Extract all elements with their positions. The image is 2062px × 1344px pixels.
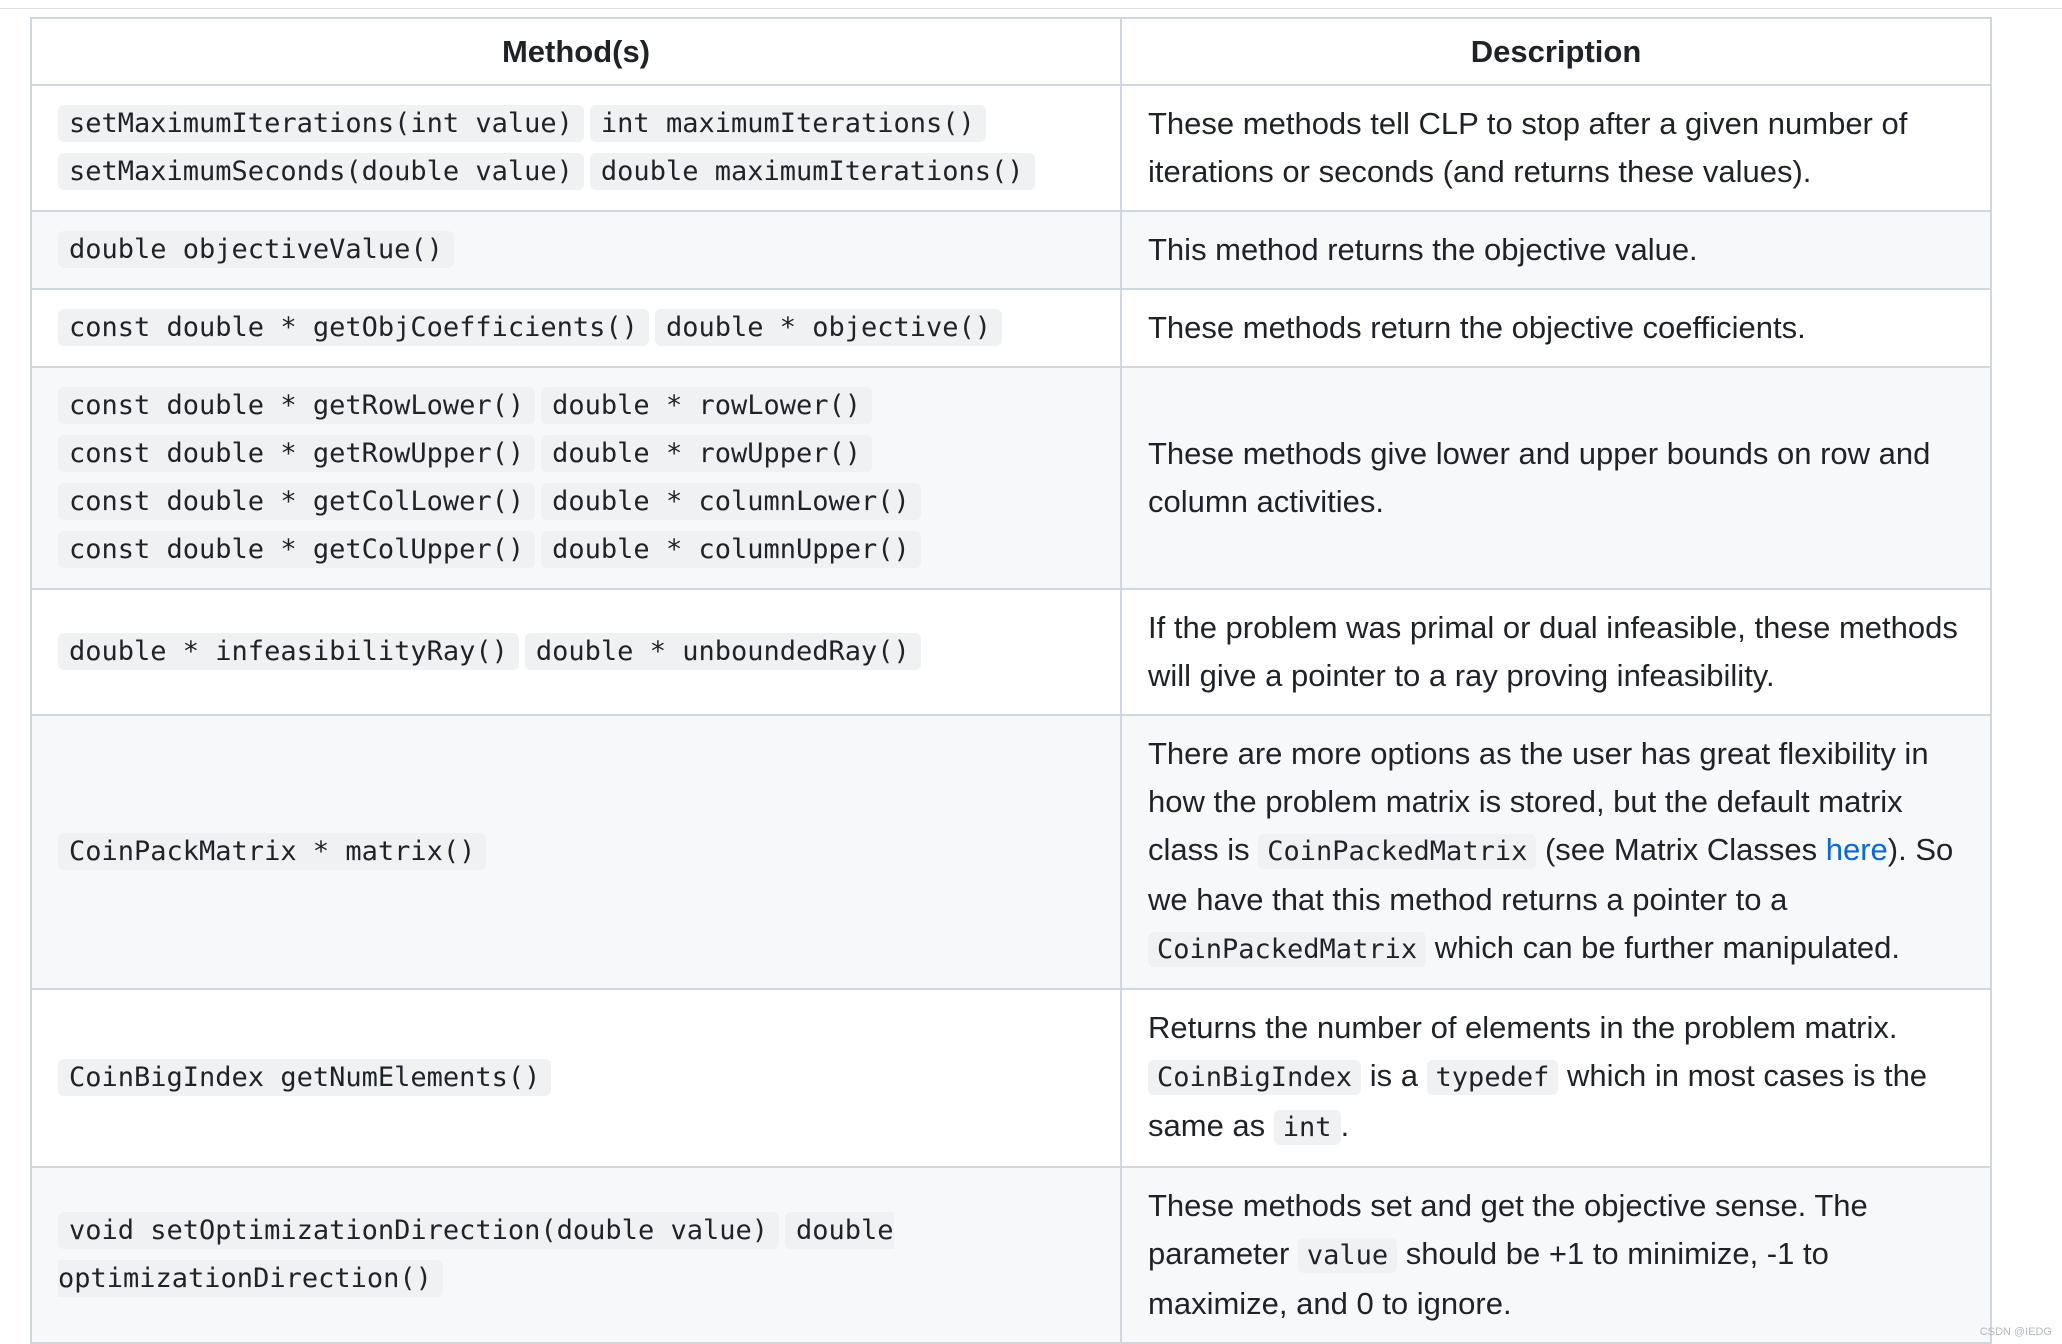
methods-cell: CoinBigIndex getNumElements() bbox=[30, 988, 1122, 1168]
method-code: int maximumIterations() bbox=[589, 105, 986, 142]
method-code: const double * getRowLower() bbox=[58, 387, 536, 424]
description-cell: If the problem was primal or dual infeas… bbox=[1120, 588, 1992, 716]
description-text: There are more options as the user has g… bbox=[1148, 736, 1929, 867]
header-description: Description bbox=[1120, 17, 1992, 86]
method-code: double objectiveValue() bbox=[58, 231, 454, 268]
description-text: . bbox=[1340, 1108, 1350, 1143]
methods-table: Method(s) Description setMaximumIteratio… bbox=[30, 17, 1992, 1344]
method-code: double * rowUpper() bbox=[541, 435, 873, 472]
header-methods: Method(s) bbox=[30, 17, 1122, 86]
description-text: ). So we have that this method returns a… bbox=[1148, 832, 1954, 917]
description-text: (see Matrix Classes bbox=[1536, 832, 1826, 867]
table-row: double objectiveValue() This method retu… bbox=[30, 210, 1992, 290]
table-row: setMaximumIterations(int value)int maxim… bbox=[30, 84, 1992, 212]
methods-cell: double * infeasibilityRay()double * unbo… bbox=[30, 588, 1122, 716]
description-cell: Returns the number of elements in the pr… bbox=[1120, 988, 1992, 1168]
methods-cell: const double * getObjCoefficients()doubl… bbox=[30, 288, 1122, 368]
description-cell: This method returns the objective value. bbox=[1120, 210, 1992, 290]
description-cell: These methods set and get the objective … bbox=[1120, 1166, 1992, 1344]
inline-code: typedef bbox=[1426, 1060, 1559, 1095]
method-code: double * objective() bbox=[654, 309, 1003, 346]
method-code: CoinBigIndex getNumElements() bbox=[58, 1059, 552, 1096]
description-cell: These methods give lower and upper bound… bbox=[1120, 366, 1992, 590]
description-text: which in most cases is the same as bbox=[1148, 1058, 1928, 1143]
table-row: const double * getRowLower()double * row… bbox=[30, 366, 1992, 590]
table-row: const double * getObjCoefficients()doubl… bbox=[30, 288, 1992, 368]
method-code: double maximumIterations() bbox=[589, 153, 1035, 190]
watermark: CSDN @IEDG bbox=[1979, 1326, 2052, 1338]
table-row: CoinBigIndex getNumElements() Returns th… bbox=[30, 988, 1992, 1168]
inline-code: CoinBigIndex bbox=[1148, 1060, 1362, 1095]
description-text: which can be further manipulated. bbox=[1426, 930, 1900, 965]
inline-code: int bbox=[1273, 1110, 1341, 1145]
method-code: double * infeasibilityRay() bbox=[58, 633, 519, 670]
inline-code: CoinPackedMatrix bbox=[1148, 932, 1427, 967]
method-code: setMaximumIterations(int value) bbox=[58, 105, 584, 142]
method-code: double * rowLower() bbox=[541, 387, 873, 424]
table-row: CoinPackMatrix * matrix() There are more… bbox=[30, 714, 1992, 990]
description-text: is a bbox=[1361, 1058, 1427, 1093]
table-header-row: Method(s) Description bbox=[30, 17, 1992, 86]
matrix-classes-link[interactable]: here bbox=[1825, 832, 1888, 867]
method-code: const double * getColLower() bbox=[58, 483, 536, 520]
methods-cell: CoinPackMatrix * matrix() bbox=[30, 714, 1122, 990]
method-code: void setOptimizationDirection(double val… bbox=[58, 1212, 779, 1249]
description-cell: These methods tell CLP to stop after a g… bbox=[1120, 84, 1992, 212]
method-code: double * columnUpper() bbox=[541, 531, 921, 568]
methods-cell: setMaximumIterations(int value)int maxim… bbox=[30, 84, 1122, 212]
description-cell: These methods return the objective coeff… bbox=[1120, 288, 1992, 368]
method-code: const double * getObjCoefficients() bbox=[58, 309, 649, 346]
description-text: should be +1 to minimize, -1 to maximize… bbox=[1148, 1236, 1829, 1321]
method-code: double * unboundedRay() bbox=[524, 633, 921, 670]
methods-cell: const double * getRowLower()double * row… bbox=[30, 366, 1122, 590]
description-cell: There are more options as the user has g… bbox=[1120, 714, 1992, 990]
description-text: These methods set and get the objective … bbox=[1148, 1188, 1868, 1271]
description-text: Returns the number of elements in the pr… bbox=[1148, 1010, 1898, 1045]
top-divider bbox=[0, 8, 2062, 9]
method-code: setMaximumSeconds(double value) bbox=[58, 153, 584, 190]
table-row: void setOptimizationDirection(double val… bbox=[30, 1166, 1992, 1344]
method-code: double * columnLower() bbox=[541, 483, 921, 520]
method-code: const double * getRowUpper() bbox=[58, 435, 536, 472]
inline-code: value bbox=[1297, 1238, 1398, 1273]
inline-code: CoinPackedMatrix bbox=[1258, 834, 1537, 869]
methods-cell: double objectiveValue() bbox=[30, 210, 1122, 290]
table-row: double * infeasibilityRay()double * unbo… bbox=[30, 588, 1992, 716]
methods-cell: void setOptimizationDirection(double val… bbox=[30, 1166, 1122, 1344]
method-code: const double * getColUpper() bbox=[58, 531, 536, 568]
method-code: CoinPackMatrix * matrix() bbox=[58, 833, 487, 870]
